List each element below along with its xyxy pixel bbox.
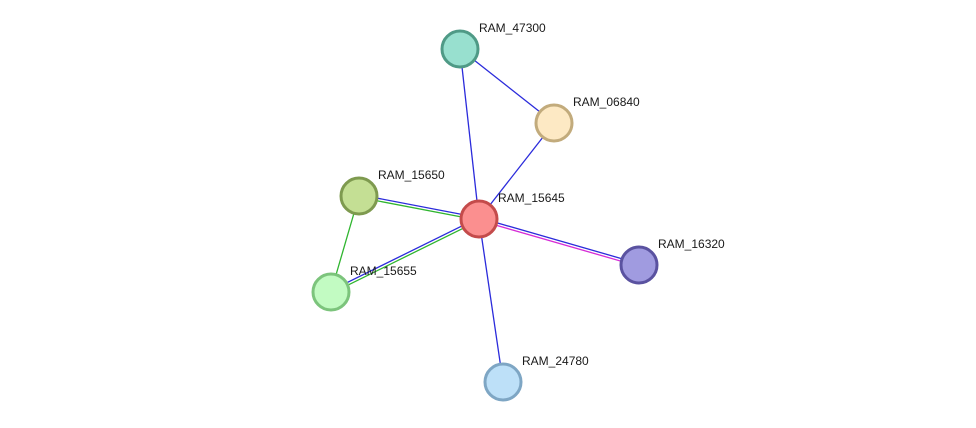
- edge-RAM_15645-RAM_16320[interactable]: [478, 217, 640, 267]
- node-circle[interactable]: [311, 272, 351, 312]
- node-label: RAM_15655: [350, 264, 417, 278]
- node-circle[interactable]: [534, 103, 574, 143]
- node-layer: RAM_47300RAM_06840RAM_15650RAM_15645RAM_…: [311, 21, 725, 402]
- edge-evidence-line: [359, 194, 480, 219]
- node-label: RAM_24780: [522, 354, 589, 368]
- node-RAM_24780[interactable]: RAM_24780: [483, 354, 589, 402]
- edge-evidence-line: [478, 122, 555, 220]
- node-circle[interactable]: [483, 362, 523, 402]
- edge-evidence-line: [330, 217, 479, 292]
- node-label: RAM_15650: [378, 168, 445, 182]
- edge-RAM_15650-RAM_15645[interactable]: [358, 194, 480, 221]
- edge-evidence-line: [459, 48, 480, 220]
- node-RAM_16320[interactable]: RAM_16320: [619, 237, 725, 285]
- edge-evidence-line: [479, 217, 640, 265]
- edge-RAM_15655-RAM_15645[interactable]: [330, 217, 480, 294]
- node-circle[interactable]: [339, 176, 379, 216]
- edge-RAM_15645-RAM_24780[interactable]: [478, 218, 504, 383]
- edge-evidence-line: [478, 219, 639, 267]
- node-circle[interactable]: [619, 245, 659, 285]
- node-RAM_15650[interactable]: RAM_15650: [339, 168, 445, 216]
- edge-evidence-line: [478, 218, 504, 383]
- node-RAM_15655[interactable]: RAM_15655: [311, 264, 417, 312]
- edge-RAM_47300-RAM_15645[interactable]: [459, 48, 480, 220]
- edge-evidence-line: [358, 196, 479, 221]
- node-circle[interactable]: [440, 29, 480, 69]
- edge-RAM_06840-RAM_15645[interactable]: [478, 122, 555, 220]
- node-RAM_15645[interactable]: RAM_15645: [459, 191, 565, 239]
- node-RAM_47300[interactable]: RAM_47300: [440, 21, 546, 69]
- node-RAM_06840[interactable]: RAM_06840: [534, 95, 640, 143]
- edge-RAM_47300-RAM_06840[interactable]: [459, 48, 555, 124]
- edge-evidence-line: [459, 48, 555, 124]
- node-label: RAM_06840: [573, 95, 640, 109]
- node-label: RAM_15645: [498, 191, 565, 205]
- node-label: RAM_16320: [658, 237, 725, 251]
- node-label: RAM_47300: [479, 21, 546, 35]
- node-circle[interactable]: [459, 199, 499, 239]
- edge-evidence-line: [331, 219, 480, 294]
